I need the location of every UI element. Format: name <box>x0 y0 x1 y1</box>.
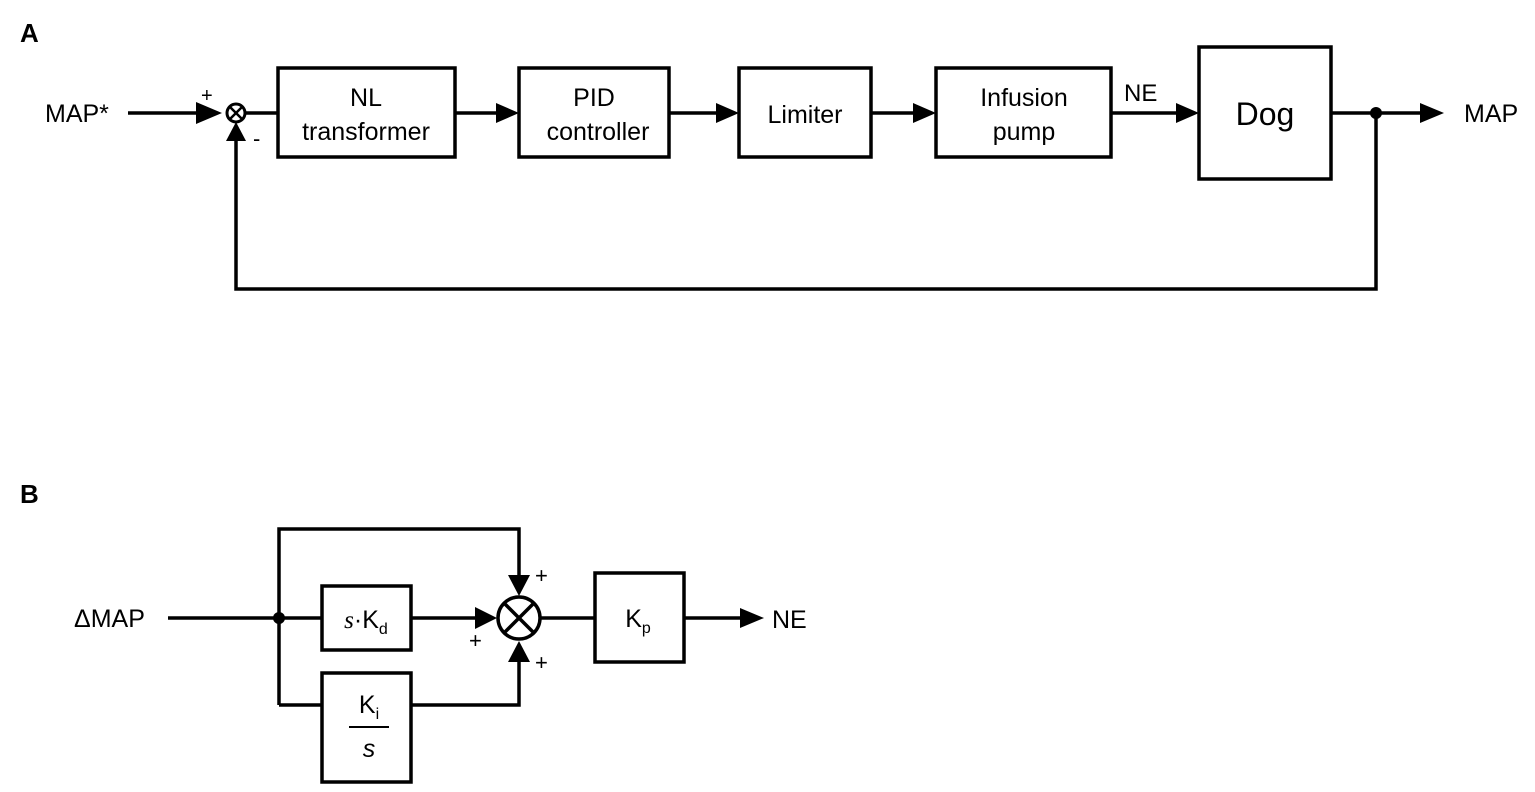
pump-label-line1: Infusion <box>980 84 1068 112</box>
kp-to-ne-arrowhead <box>740 608 764 628</box>
limiter-label: Limiter <box>767 101 842 129</box>
ne-signal-label: NE <box>1124 80 1157 107</box>
feedback-arrowhead <box>226 122 246 141</box>
pump-to-dog-arrowhead <box>1176 103 1199 123</box>
panel-b-label: B <box>20 479 39 509</box>
setpoint-arrowhead <box>196 102 222 124</box>
map-setpoint-label: MAP* <box>45 100 109 128</box>
proportional-arrowhead <box>508 575 530 596</box>
limiter-to-pump-arrowhead <box>913 103 936 123</box>
derivative-block: s·Kd <box>320 584 413 652</box>
kp-k-symbol: K <box>625 605 642 633</box>
feedback-loop-wire <box>234 113 1378 291</box>
proportional-path-wire <box>277 527 521 618</box>
kd-dot: · <box>354 606 362 634</box>
pid-label-line2: controller <box>547 118 650 146</box>
kd-subscript: d <box>379 621 388 638</box>
dog-block: Dog <box>1197 45 1333 181</box>
map-output-label: MAP <box>1464 100 1518 128</box>
sum-b-plus-bottom: + <box>535 650 548 675</box>
nl-to-pid-arrowhead <box>496 103 519 123</box>
pid-controller-block: PID controller <box>517 66 671 159</box>
nl-label-line2: transformer <box>302 118 430 146</box>
kd-s-symbol: s <box>344 607 354 634</box>
ki-k-symbol: K <box>359 691 376 719</box>
summing-junction-b <box>496 595 542 641</box>
integral-arrowhead <box>508 641 530 662</box>
nl-transformer-block: NL transformer <box>276 66 457 159</box>
panel-a-label: A <box>20 18 39 48</box>
sum-b-plus-left: + <box>469 628 482 653</box>
sum-plus-sign: + <box>201 85 213 107</box>
summing-junction-a <box>225 102 247 124</box>
pump-label-line2: pump <box>993 118 1056 146</box>
integral-out-wire <box>411 658 521 707</box>
nl-label-line1: NL <box>350 84 382 112</box>
kp-subscript: p <box>642 620 651 637</box>
ki-numerator: Ki <box>359 691 379 723</box>
kd-k-symbol: K <box>362 606 379 634</box>
sum-minus-sign: - <box>253 126 260 151</box>
output-arrowhead <box>1420 103 1444 123</box>
derivative-gain-text: s·Kd <box>344 606 388 638</box>
kp-text: Kp <box>625 605 651 637</box>
ne-output-label: NE <box>772 606 807 634</box>
ki-denominator: s <box>363 735 376 763</box>
derivative-arrowhead <box>475 607 497 629</box>
proportional-gain-block: Kp <box>593 571 686 664</box>
dog-label: Dog <box>1236 96 1295 132</box>
pid-label-line1: PID <box>573 84 615 112</box>
sum-b-plus-top: + <box>535 563 548 588</box>
ki-subscript: i <box>376 706 380 723</box>
limiter-block: Limiter <box>737 66 873 159</box>
integral-block: Ki s <box>320 671 413 784</box>
pid-to-limiter-arrowhead <box>716 103 739 123</box>
delta-map-label: ΔMAP <box>74 605 145 633</box>
infusion-pump-block: Infusion pump <box>934 66 1113 159</box>
